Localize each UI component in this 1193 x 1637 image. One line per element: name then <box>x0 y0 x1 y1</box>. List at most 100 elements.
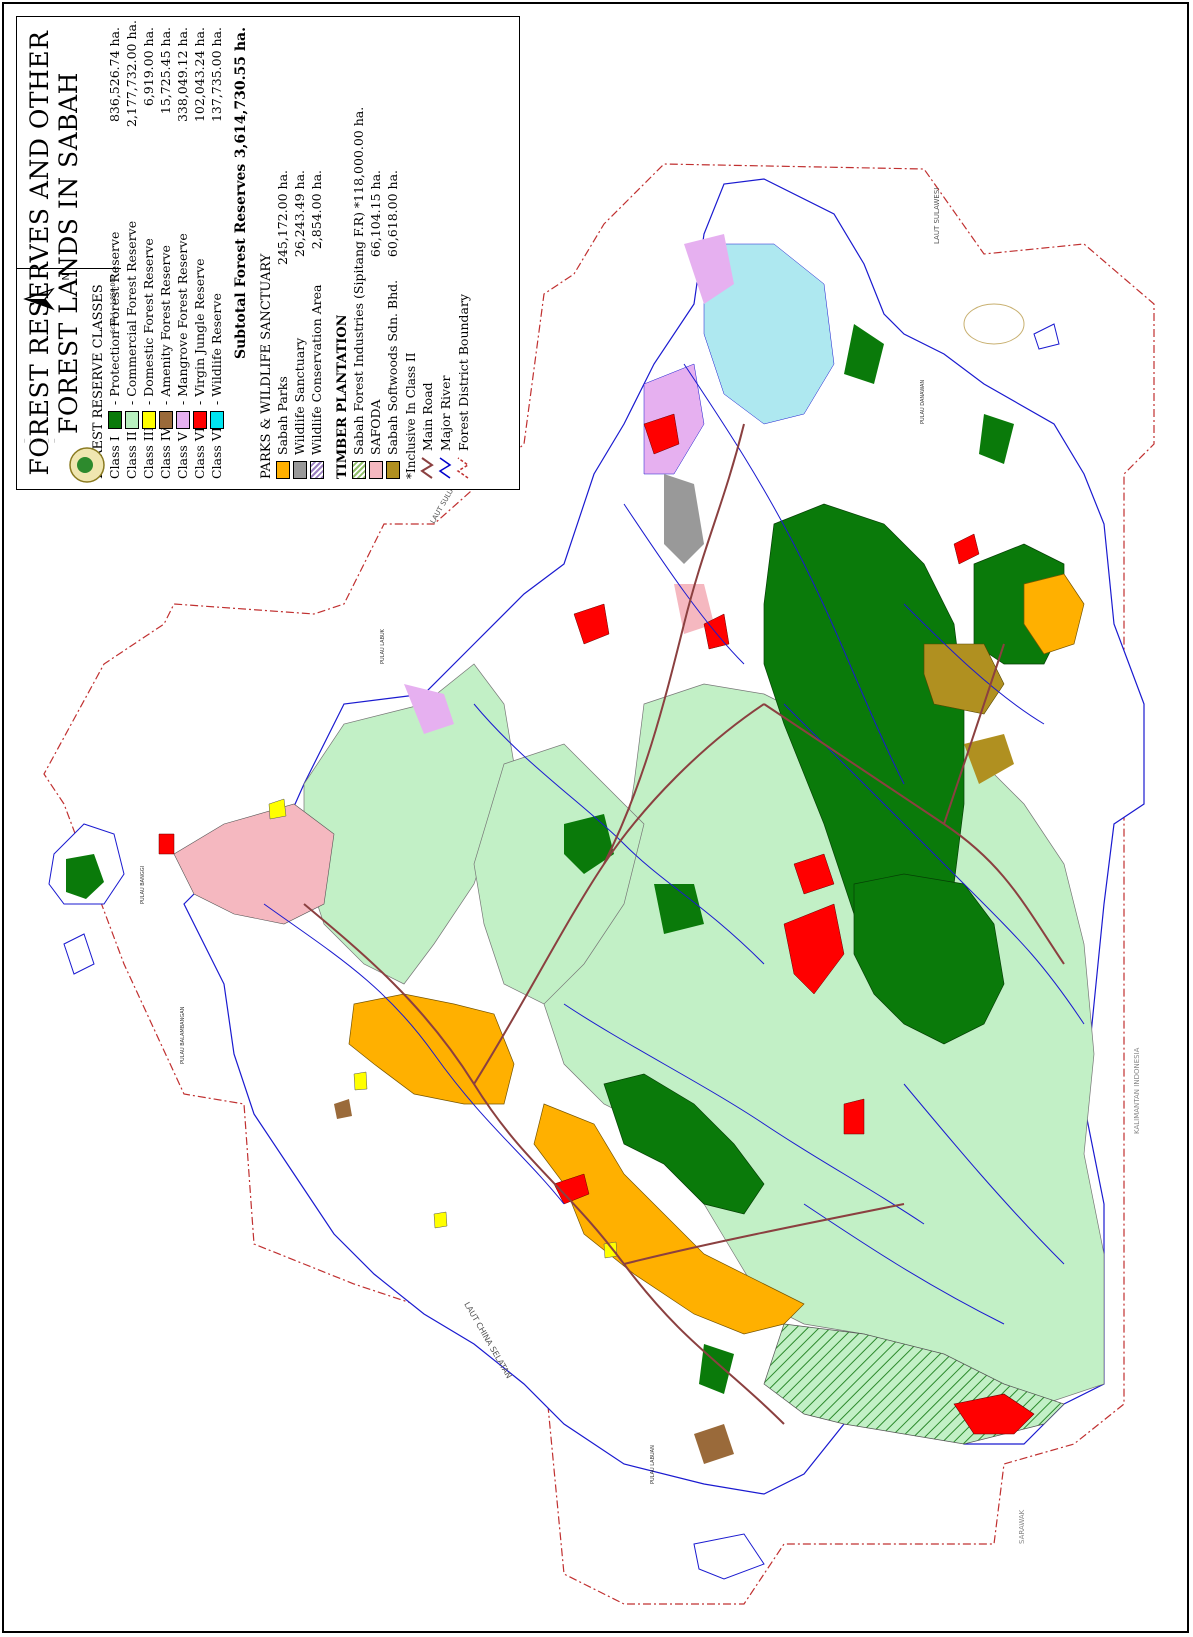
inclusive-note: *Inclusive In Class II <box>404 352 418 479</box>
protection-forest-south <box>853 873 1005 1045</box>
sea-label-sulawesi: LAUT SULAWESI <box>933 188 941 244</box>
swatch-sipitang <box>351 461 366 479</box>
balambangan-island <box>63 933 95 975</box>
mangrove-north <box>404 684 454 734</box>
major-rivers <box>263 363 1085 1325</box>
class-area: 137,735.00 ha. <box>209 27 224 123</box>
class-row: Class V - Mangrove Forest Reserve 338,049.… <box>174 27 191 479</box>
vjr-patches <box>158 413 980 1205</box>
parks-heading: PARKS & WILDLIFE SANCTUARY <box>259 253 274 479</box>
class-name: - Mangrove Forest Reserve <box>175 233 190 405</box>
swatch-wildlife <box>209 411 224 429</box>
island-label-labuan: PULAU LABUAN <box>650 1445 656 1484</box>
timber-area: 118,000.00 ha. <box>351 106 366 202</box>
swatch-virgin-jungle <box>192 411 207 429</box>
park-name: Sabah Parks <box>275 376 290 455</box>
class-number: Class II <box>124 431 139 479</box>
class-number: Class III <box>141 426 156 479</box>
sea-label-sulu: LAUT SULU <box>429 487 455 525</box>
scale-label: Scale 1 : 1,850,000 <box>110 275 117 334</box>
softwoods-tawau-2 <box>964 734 1014 784</box>
park-row: Wildlife Sanctuary 26,243.49 ha. <box>291 27 308 479</box>
swatch-domestic <box>141 411 156 429</box>
class-number: Class V <box>175 432 190 479</box>
major-river-icon <box>438 457 452 479</box>
class-name: - Commercial Forest Reserve <box>124 220 139 405</box>
island-label-banggi: PULAU BANGGI <box>140 866 146 904</box>
line-label: Main Road <box>419 382 435 451</box>
park-area: 26,243.49 ha. <box>292 170 307 258</box>
timber-name: Sabah Forest Industries (Sipitang F.R) * <box>351 201 366 455</box>
banggi-forest <box>66 854 104 899</box>
park-row: Sabah Parks 245,172.00 ha. <box>274 27 291 479</box>
protection-forest-west <box>603 1073 765 1215</box>
vjr-sipitang <box>953 1393 1035 1435</box>
district-boundary-outer <box>43 163 1155 1605</box>
protection-forest-small-2 <box>654 884 704 934</box>
amenity-patches <box>334 1099 734 1464</box>
class-name: - Amenity Forest Reserve <box>158 245 173 405</box>
line-row: Forest District Boundary <box>454 27 472 479</box>
class-number: Class VI <box>192 427 207 479</box>
subtotal-row: Subtotal Forest Reserves 3,614,730.55 ha… <box>233 27 249 479</box>
wildlife-reserve-east <box>703 243 835 425</box>
class-area: 15,725.45 ha. <box>158 27 173 115</box>
main-roads <box>303 423 1065 1425</box>
subtotal-label: Subtotal Forest Reserves <box>233 163 249 359</box>
parks-kinabalu <box>348 993 515 1105</box>
line-row: Main Road <box>418 27 436 479</box>
line-label: Major River <box>437 375 453 451</box>
timber-area: 60,618.00 ha. <box>385 170 400 258</box>
park-name: Wildlife Sanctuary <box>292 337 307 455</box>
swatch-amenity <box>158 411 173 429</box>
semporna-islands <box>1033 323 1060 350</box>
class-name: - Domestic Forest Reserve <box>141 238 156 405</box>
mangrove-northeast <box>684 234 734 304</box>
north-label: N <box>61 273 72 281</box>
sabah-map: LAUT SULU LAUT SULAWESI LAUT CHINA SELAT… <box>43 163 1155 1605</box>
class-area: 102,043.24 ha. <box>192 27 207 123</box>
timber-heading: TIMBER PLANTATION <box>335 314 350 479</box>
main-road-icon <box>420 457 434 479</box>
timber-row: Sabah Forest Industries (Sipitang F.R) *… <box>350 27 367 479</box>
timber-name: Sabah Softwoods Sdn. Bhd. <box>385 279 400 455</box>
forestry-logo-icon <box>69 447 105 483</box>
domestic-patches <box>268 798 618 1259</box>
class-row: Class II - Commercial Forest Reserve 2,177… <box>123 20 140 479</box>
swatch-wildlife-sanctuary <box>292 461 307 479</box>
protection-forest-small-1 <box>564 814 614 874</box>
wildlife-sanctuary <box>664 474 704 564</box>
safoda-north <box>173 803 335 925</box>
land-label-sarawak: SARAWAK <box>1018 1509 1026 1544</box>
protection-forest-small-4 <box>699 1344 734 1394</box>
park-area: 245,172.00 ha. <box>275 169 290 265</box>
swatch-softwoods <box>385 461 400 479</box>
info-lines: —————— <box>23 438 58 444</box>
park-name: Wildlife Conservation Area <box>309 284 324 455</box>
land-label-kalimantan: KALIMANTAN INDONESIA <box>1133 1047 1141 1134</box>
class-number: Class VII <box>209 422 224 479</box>
swatch-safoda <box>368 461 383 479</box>
swatch-mangrove <box>175 411 190 429</box>
labuan-island <box>693 1533 765 1580</box>
info-block: —————— N Scale 1 : 1,850,000 <box>17 268 121 489</box>
protection-forest-small-3 <box>979 414 1014 464</box>
softwoods-tawau <box>923 643 1005 715</box>
swatch-commercial <box>124 411 139 429</box>
class-area: 338,049.12 ha. <box>175 27 190 123</box>
island-label-labuk: PULAU LABUK <box>380 628 386 664</box>
swatch-wildlife-conservation <box>309 461 324 479</box>
protection-forest-kinabatangan <box>844 324 884 384</box>
class-area: 2,177,732.00 ha. <box>124 20 139 127</box>
timber-name: SAFODA <box>368 399 383 455</box>
island-label-danawan: PULAU DANAWAN <box>920 380 926 424</box>
island-label-balambangan: PULAU BALAMBANGAN <box>180 1006 186 1064</box>
swatch-sabah-parks <box>275 461 290 479</box>
